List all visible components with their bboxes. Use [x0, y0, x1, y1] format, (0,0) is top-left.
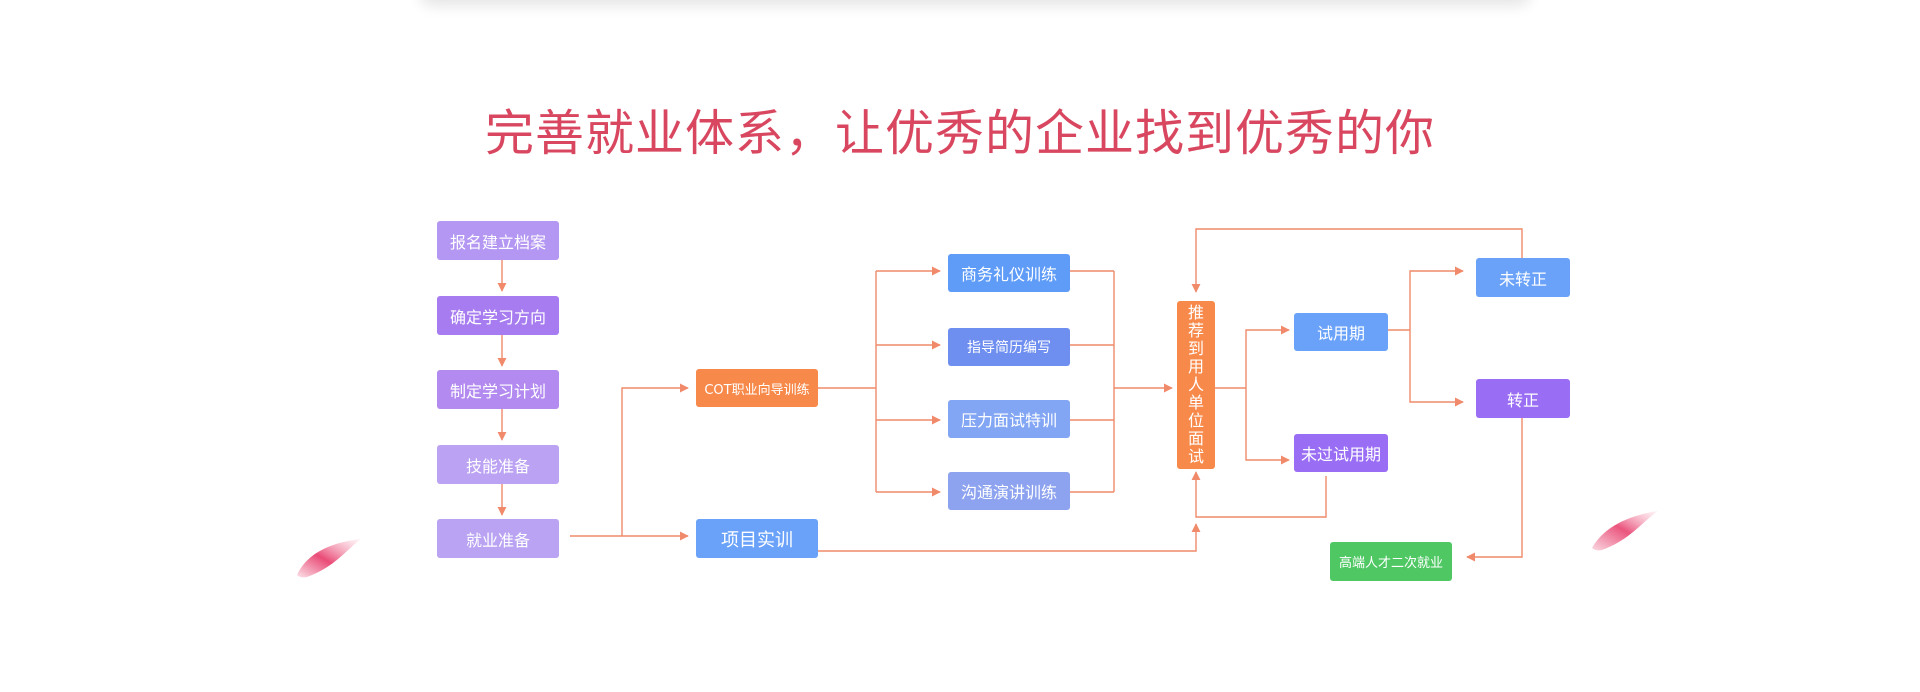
step-regular: 转正 [1476, 379, 1570, 418]
step-etiquette: 商务礼仪训练 [948, 254, 1070, 292]
arrow-not-regular-back [1191, 228, 1523, 293]
arrow-project-recommend [818, 523, 1201, 552]
petal-left [297, 539, 361, 578]
arrow-to-not-trial [1245, 388, 1290, 465]
step-trial: 试用期 [1294, 313, 1388, 351]
arrow-to-regular [1409, 330, 1464, 407]
step-direction: 确定学习方向 [437, 296, 559, 335]
recommend-char: 荐 [1187, 321, 1204, 340]
page-title: 完善就业体系，让优秀的企业找到优秀的你 [484, 105, 1435, 162]
step-speech: 沟通演讲训练 [948, 472, 1070, 510]
step-senior: 高端人才二次就业 [1330, 542, 1452, 581]
step-employ-prep: 就业准备 [437, 519, 559, 558]
recommend-char: 人 [1187, 375, 1204, 394]
arrow-not-trial-back [1191, 471, 1327, 518]
step-plan: 制定学习计划 [437, 370, 559, 409]
recommend-char: 试 [1187, 447, 1204, 466]
step-project: 项目实训 [696, 519, 818, 558]
petal-right [1592, 511, 1658, 551]
step-resume: 指导简历编写 [948, 328, 1070, 366]
step-not-regular: 未转正 [1476, 258, 1570, 297]
step-recommend: 推荐到用人单位面试 [1177, 301, 1215, 469]
step-skills: 技能准备 [437, 445, 559, 484]
recommend-char: 面 [1187, 429, 1204, 448]
step-cot: COT职业向导训练 [696, 369, 818, 407]
recommend-char: 单 [1187, 393, 1204, 412]
recommend-char: 用 [1187, 357, 1204, 376]
recommend-char: 位 [1187, 411, 1204, 430]
step-register: 报名建立档案 [437, 221, 559, 260]
arrow-to-cot [621, 383, 689, 536]
arrow-to-trial [1245, 325, 1290, 388]
arrow-to-senior [1466, 418, 1523, 562]
recommend-char: 推 [1187, 303, 1204, 322]
recommend-char: 到 [1187, 339, 1204, 358]
arrow-to-not-regular [1409, 266, 1464, 330]
step-pressure: 压力面试特训 [948, 400, 1070, 438]
step-not-trial: 未过试用期 [1294, 434, 1388, 472]
